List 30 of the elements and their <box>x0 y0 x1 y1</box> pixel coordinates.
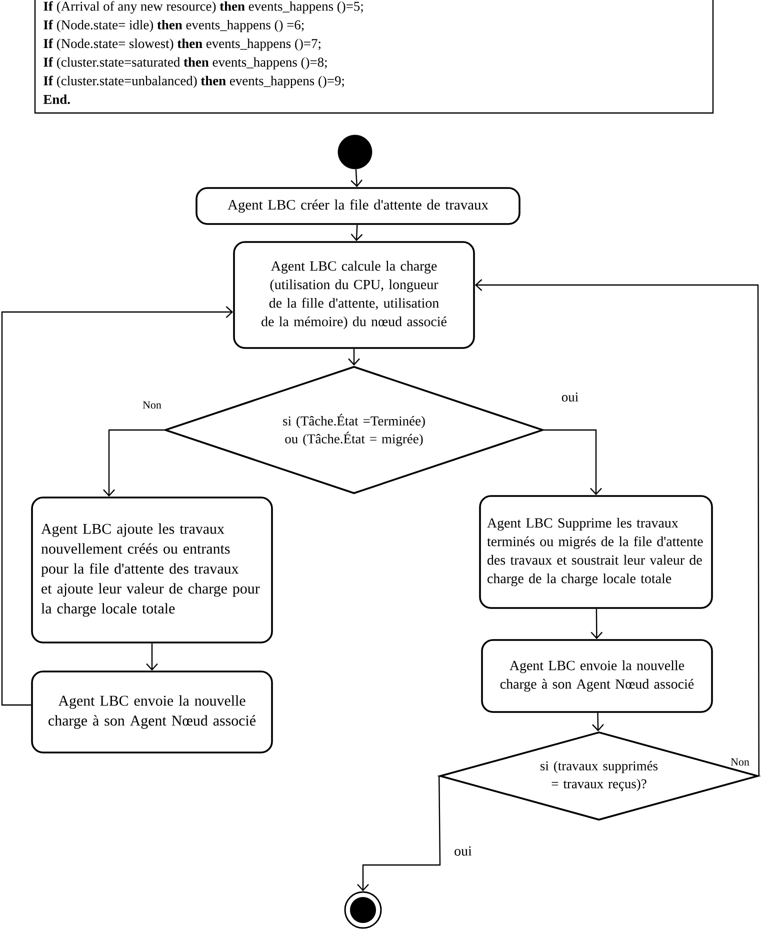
arrow <box>348 348 360 366</box>
edge-label: Non <box>142 401 162 409</box>
arrow <box>103 429 164 497</box>
arrow <box>350 224 363 242</box>
code-line: If (Arrival of any new resource) then events_happens ()=5; <box>44 1 363 14</box>
action-box: Agent LBC ajoute les travaux nouvellement créés ou entrants pour la file d'attente des travaux et ajoute leur valeur de charge pour la charge locale totale <box>31 496 273 644</box>
edge-label: oui <box>454 846 472 856</box>
arrow <box>1 306 234 706</box>
action-box: Agent LBC envoie la nouvelle charge à son Agent Nœud associé <box>31 670 273 754</box>
code-line: End. <box>43 94 70 104</box>
code-box <box>34 0 714 114</box>
code-line: If (cluster.state=saturated then events_happens ()=8; <box>44 57 327 70</box>
arrow <box>544 429 602 496</box>
code-line: If (cluster.state=unbalanced) then events_happens ()=9; <box>44 76 344 88</box>
end-node <box>344 891 382 929</box>
arrow <box>590 608 603 640</box>
code-line: If (Node.state= idle) then events_happens () =6; <box>44 20 304 32</box>
arrow <box>357 776 441 892</box>
action-box: Agent LBC créer la file d'attente de travaux <box>196 187 520 225</box>
edge-label: oui <box>562 392 578 402</box>
arrow <box>474 279 760 776</box>
arrow <box>592 712 604 732</box>
edge-label: Non <box>730 758 750 766</box>
action-box: Agent LBC envoie la nouvelle charge à son Agent Nœud associé <box>481 639 713 713</box>
start-node <box>338 134 372 170</box>
arrow <box>146 643 158 671</box>
arrow <box>350 169 363 188</box>
code-line: If (Node.state= slowest) then events_happens ()=7; <box>44 38 320 51</box>
action-box: Agent LBC Supprime les travaux terminés ou migrés de la file d'attente des travaux et soustrait leur valeur de charge de la charge locale totale <box>479 495 713 609</box>
action-box: Agent LBC calcule la charge (utilisation du CPU, longueur de la fille d'attente, utilisation de la mémoire) du nœud associé <box>233 241 475 349</box>
